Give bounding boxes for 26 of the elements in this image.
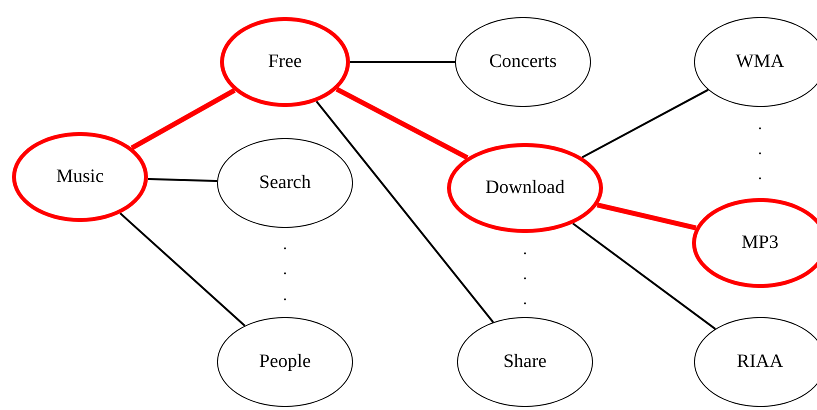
node-label: Concerts [489, 51, 557, 73]
connector-line [120, 212, 246, 326]
node-label: People [259, 351, 311, 373]
ellipsis-dot: . [758, 142, 762, 158]
connector-line [582, 88, 709, 158]
node-label: MP3 [742, 232, 778, 254]
connector-line [596, 202, 696, 230]
connector-line [336, 86, 468, 160]
node-label: WMA [736, 51, 784, 73]
ellipsis-dot: . [523, 267, 527, 283]
ellipsis-dot: . [283, 288, 287, 304]
ellipsis-dot: . [283, 262, 287, 278]
ellipsis-dot: . [523, 242, 527, 258]
node-label: Share [503, 351, 547, 373]
node-label: Music [56, 166, 104, 188]
node-label: Free [268, 51, 302, 73]
connector-line [350, 61, 455, 63]
node-label: Download [485, 177, 565, 199]
ellipsis-dot: . [758, 117, 762, 133]
node-label: Search [259, 172, 311, 194]
ellipsis-dot: . [523, 292, 527, 308]
connector-line [572, 222, 716, 330]
ellipsis-dot: . [758, 167, 762, 183]
node-label: RIAA [736, 351, 784, 373]
connector-line [148, 178, 218, 182]
ellipsis-dot: . [283, 237, 287, 253]
